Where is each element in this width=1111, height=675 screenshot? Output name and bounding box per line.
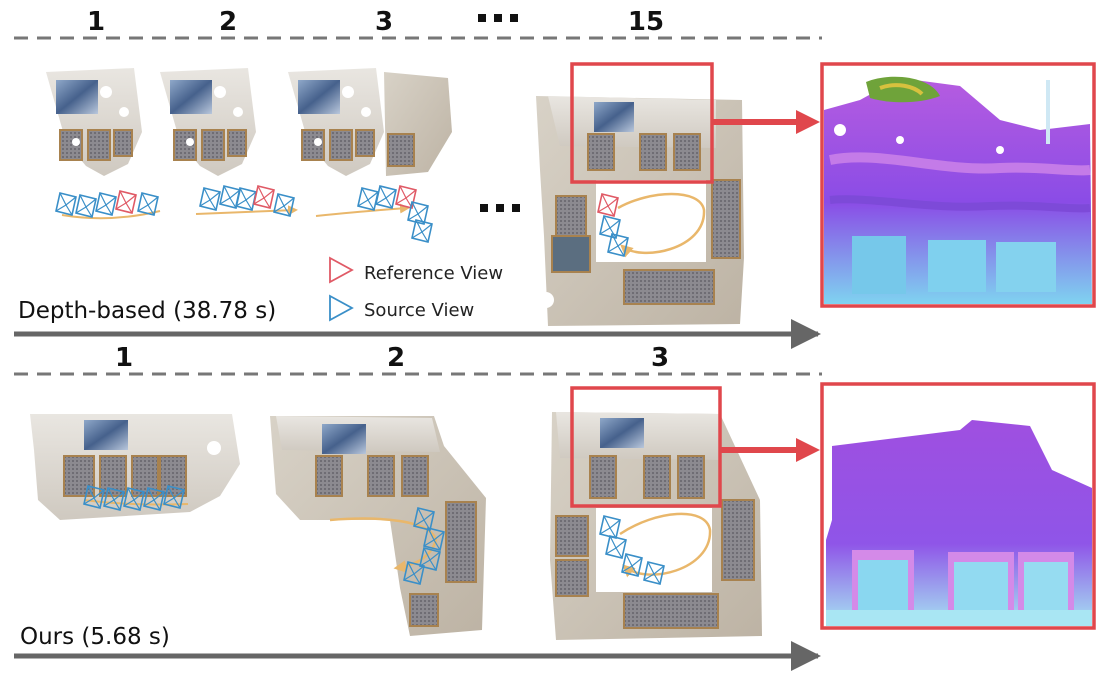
reconstruction-fragment [30,414,240,520]
step-number: 15 [628,7,664,37]
ellipsis-top [478,14,518,22]
normal-map-ours [820,382,1096,630]
step-number: 3 [375,7,393,37]
reconstruction-fragment [287,67,452,177]
ours-row: 1 2 3 [14,343,1096,671]
step-number: 2 [219,7,237,37]
step-number: 3 [651,343,669,373]
step-number: 1 [87,7,105,37]
camera-trajectory [315,185,433,243]
legend-source-label: Source View [364,300,474,321]
step-number: 1 [115,343,133,373]
camera-trajectory [195,185,298,217]
method-label-depth-based: Depth-based (38.78 s) [18,298,276,324]
depth-based-row: 1 2 3 15 [14,7,1096,349]
reconstruction-fragment [45,67,143,177]
reconstruction-fragment [159,67,257,177]
reconstruction-full-room [550,412,762,640]
step-number: 2 [387,343,405,373]
ellipsis-middle [480,204,520,212]
reference-view-icon [329,256,354,284]
method-label-ours: Ours (5.68 s) [20,624,170,650]
legend-reference-label: Reference View [364,263,503,284]
camera-trajectory [55,190,161,220]
legend: Reference View Source View [329,256,503,322]
zoom-arrow [712,110,820,134]
source-view-icon [329,294,354,322]
reconstruction-full-room [536,96,744,326]
zoom-arrow [720,438,820,462]
normal-map-depth-based [820,62,1096,308]
reconstruction-fragment [270,416,486,636]
